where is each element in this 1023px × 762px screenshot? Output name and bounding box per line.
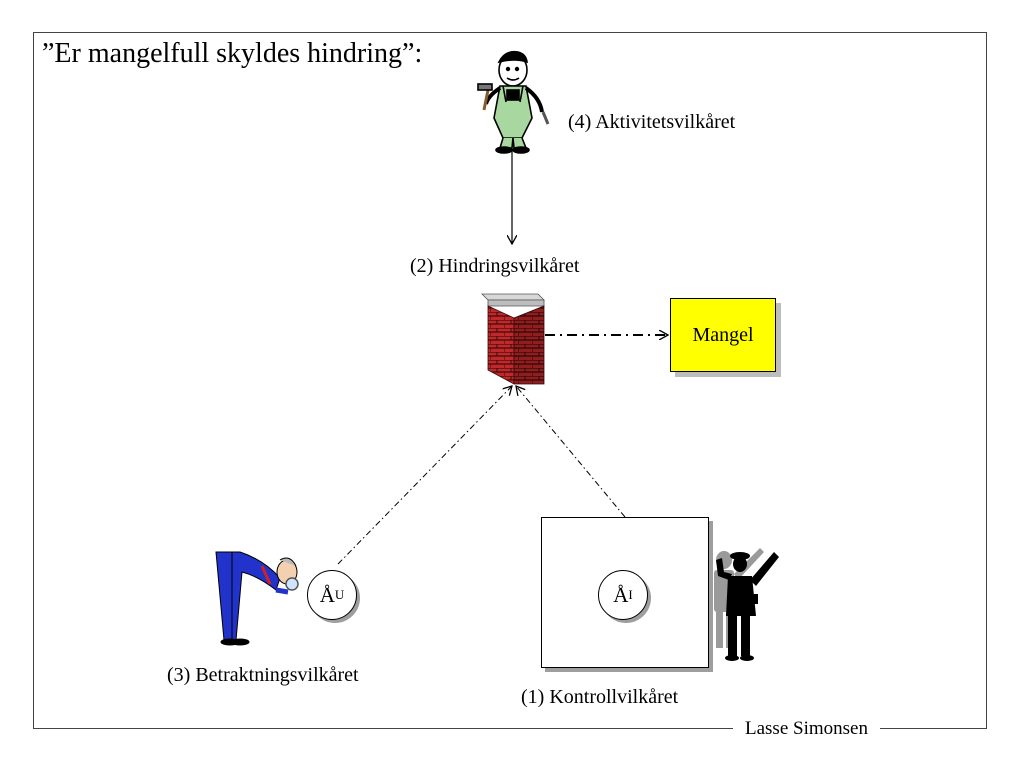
- diagram-title: ”Er mangelfull skyldes hindring”:: [42, 38, 423, 69]
- aarsak-i-subscript: I: [628, 587, 633, 602]
- kontroll-condition-label: (1) Kontrollvilkåret: [521, 686, 679, 708]
- betraktning-condition-label: (3) Betraktningsvilkåret: [167, 664, 359, 686]
- activity-condition-label: (4) Aktivitetsvilkåret: [568, 111, 736, 133]
- aarsak-i-symbol: Å: [613, 582, 629, 607]
- author-footer: Lasse Simonsen: [733, 718, 880, 740]
- diagram-frame: [33, 32, 987, 729]
- kontroll-arrow: [516, 386, 626, 518]
- hindring-condition-label: (2) Hindringsvilkåret: [410, 255, 580, 277]
- mangel-label: Mangel: [692, 323, 754, 346]
- aarsak-u-symbol: Å: [319, 582, 335, 607]
- betraktning-arrow: [337, 386, 512, 565]
- mangel-box: Mangel: [670, 298, 776, 372]
- aarsak-u-subscript: U: [334, 587, 345, 602]
